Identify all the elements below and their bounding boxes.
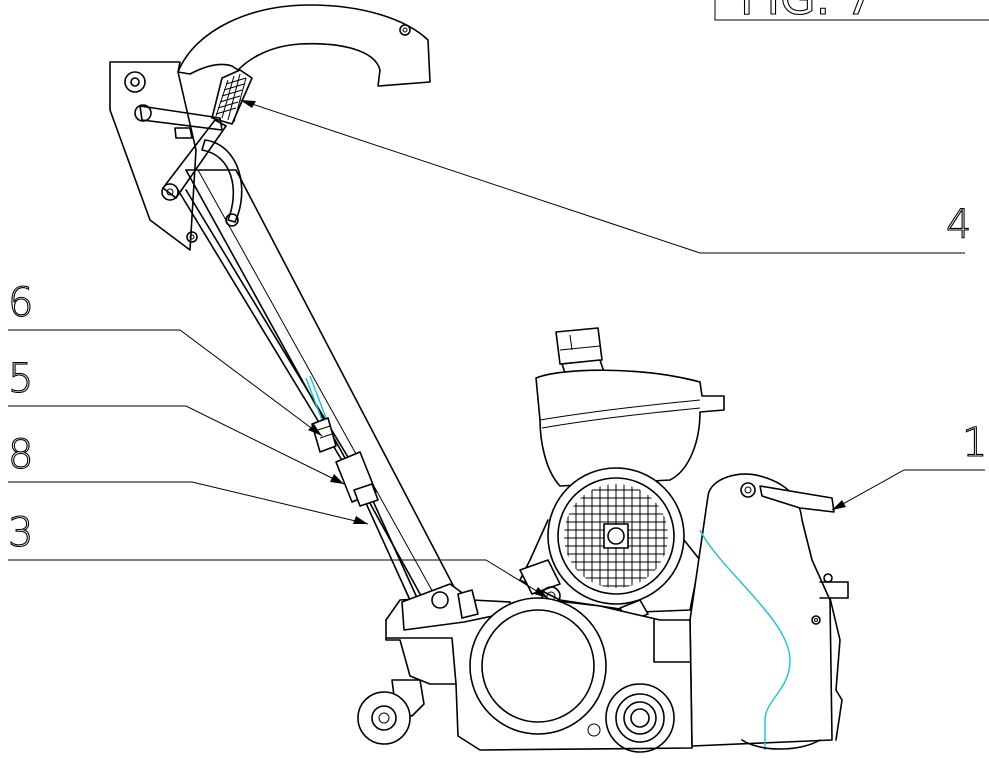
knurled-grip	[211, 69, 253, 125]
drive-wire	[699, 529, 791, 750]
leader-8	[8, 481, 369, 525]
callout-label-8: 8	[8, 432, 33, 478]
fuel-tank	[535, 369, 725, 487]
handle-side-plate	[109, 61, 197, 251]
figure-title-box: FIG. 7	[714, 0, 989, 26]
callout-leaders	[8, 99, 985, 599]
callout-label-3: 3	[8, 510, 33, 556]
fan-grille	[564, 484, 668, 588]
front-caster-wheel	[357, 691, 411, 745]
fuel-cap	[555, 327, 603, 365]
release-lever	[759, 485, 835, 513]
leader-6	[8, 329, 323, 437]
sanding-drum	[469, 597, 607, 735]
guard-arc	[201, 139, 243, 223]
handle-hook	[177, 4, 431, 87]
figure-title-text: FIG. 7	[740, 0, 874, 25]
leader-5	[8, 405, 345, 485]
leader-1	[831, 469, 985, 511]
callout-label-5: 5	[8, 356, 33, 402]
callout-label-4: 4	[946, 202, 971, 248]
callout-label-6: 6	[8, 280, 33, 326]
leader-4	[239, 99, 965, 254]
handle-assembly	[109, 4, 431, 251]
cable-adjuster	[311, 417, 379, 507]
callout-label-1: 1	[962, 420, 987, 466]
leader-3	[8, 559, 549, 599]
cable-highlight	[305, 377, 323, 421]
drive-pulley	[605, 683, 675, 753]
lever-arm	[139, 105, 223, 131]
main-handle-tube	[177, 169, 467, 613]
belt-housing	[689, 473, 849, 747]
chassis	[357, 583, 821, 753]
handle-hook-bolt	[399, 24, 411, 36]
engine-assembly	[519, 327, 725, 623]
